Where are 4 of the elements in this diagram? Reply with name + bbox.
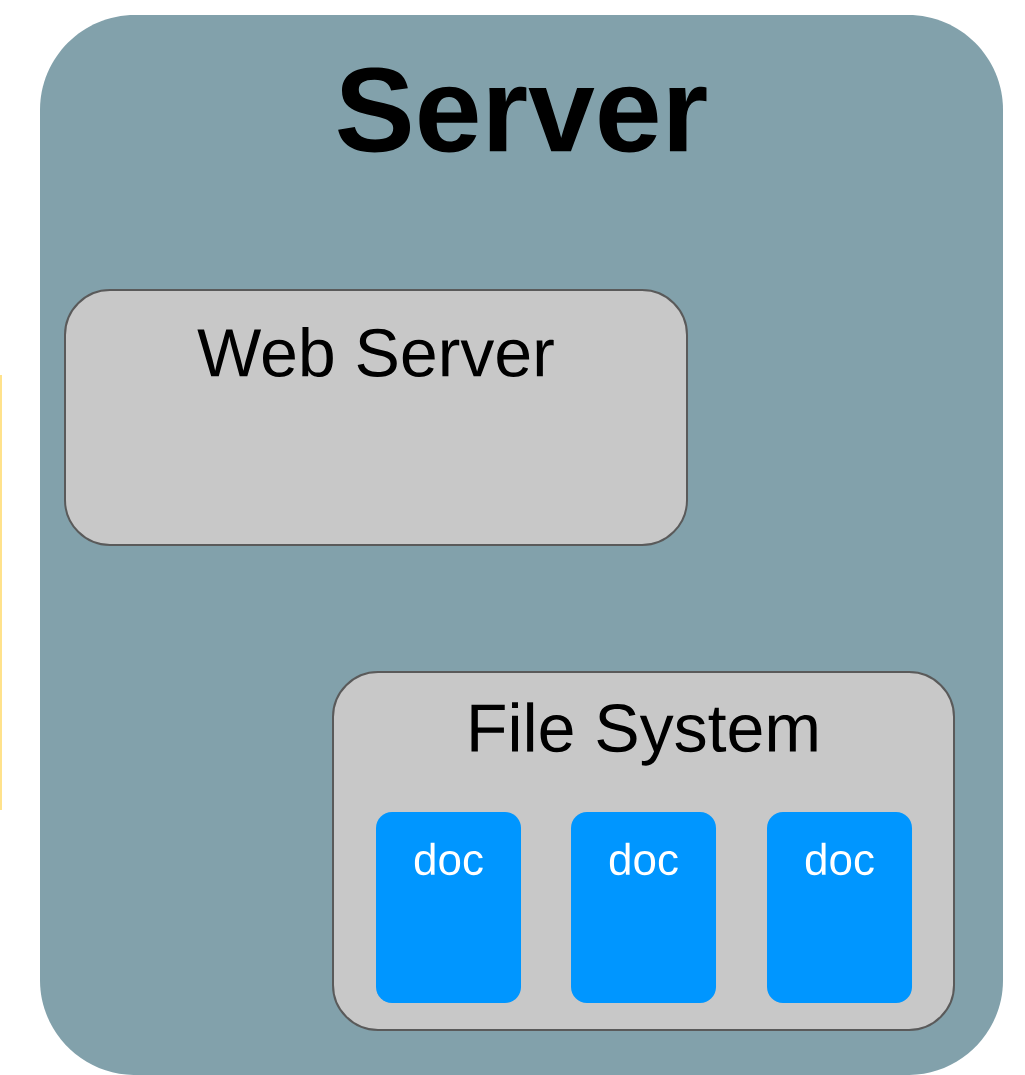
- document-box: doc: [571, 812, 716, 1003]
- document-box: doc: [376, 812, 521, 1003]
- document-box: doc: [767, 812, 912, 1003]
- component-box: Web Server: [64, 289, 688, 546]
